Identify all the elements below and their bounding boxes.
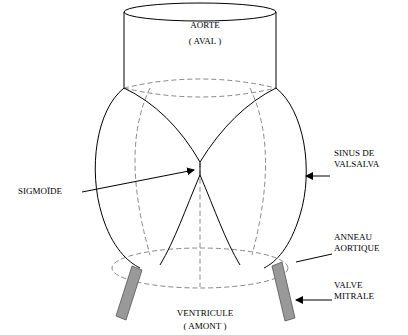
vessel-note: ( AVAL ): [189, 36, 221, 47]
aorta-top: [124, 3, 276, 21]
leader-arrow: [296, 300, 332, 301]
chamber-note: ( AMONT ): [184, 321, 227, 332]
part-name: ANNEAU AORTIQUE: [334, 232, 404, 254]
part-name: SINUS DE VALSALVA: [334, 148, 404, 170]
sinus-right: [264, 88, 306, 268]
sigmoid-edge: [124, 88, 200, 162]
sigmoid-edge: [200, 88, 276, 162]
leader-arrow: [306, 176, 330, 177]
sinus-left: [95, 88, 140, 268]
vessel-name: AORTE: [190, 20, 219, 31]
chamber-name: VENTRICULE: [177, 308, 234, 319]
mitral-valve-left: [116, 266, 142, 320]
leader-arrow: [82, 170, 194, 192]
leader-line: [296, 254, 332, 262]
mitral-valve-right: [272, 262, 295, 321]
part-name: SIGMOÏDE: [18, 186, 62, 197]
part-name: VALVE MITRALE: [334, 280, 404, 302]
